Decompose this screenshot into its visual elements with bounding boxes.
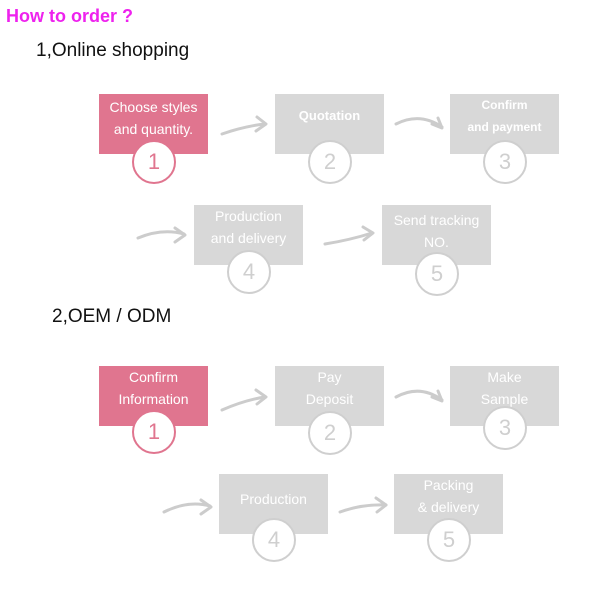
- online-step-3-line1: Confirm: [481, 98, 528, 112]
- online-step-5-box: Send tracking NO.: [382, 205, 491, 265]
- online-step-1-line1: Choose styles: [109, 99, 198, 115]
- online-step-2-number: 2: [308, 140, 352, 184]
- oem-step-5-line2: & delivery: [417, 499, 480, 515]
- online-step-4-number: 4: [227, 250, 271, 294]
- online-step-3-number: 3: [483, 140, 527, 184]
- online-step-5-number: 5: [415, 252, 459, 296]
- arrow-online-2-3: [394, 116, 444, 130]
- oem-step-3-number: 3: [483, 406, 527, 450]
- arrow-online-4-pre: [136, 226, 187, 244]
- page-title: How to order ?: [6, 6, 133, 26]
- section-heading-oem: 2,OEM / ODM: [52, 306, 172, 327]
- oem-step-5-number: 5: [427, 518, 471, 562]
- oem-step-5-line1: Packing: [423, 477, 474, 493]
- oem-step-1-number: 1: [132, 410, 176, 454]
- arrow-oem-4-pre: [162, 498, 213, 516]
- arrow-oem-4-5: [338, 496, 388, 514]
- oem-step-4-line1: Production: [240, 491, 307, 507]
- online-step-5-line1: Send tracking: [393, 212, 480, 228]
- arrow-online-4-5: [323, 225, 375, 246]
- oem-step-1-line1: Confirm: [128, 369, 178, 385]
- oem-step-3-line1: Make: [487, 369, 522, 385]
- arrow-oem-1-2: [220, 388, 268, 412]
- oem-step-3-box: Make Sample: [450, 366, 559, 426]
- oem-step-2-number: 2: [308, 411, 352, 455]
- oem-step-3-line2: Sample: [480, 391, 529, 407]
- section-heading-online: 1,Online shopping: [36, 40, 190, 61]
- oem-step-2-line1: Pay: [317, 369, 342, 385]
- online-step-5-line2: NO.: [424, 234, 449, 250]
- online-step-1-line2: and quantity.: [113, 121, 194, 137]
- arrow-oem-2-3: [394, 389, 444, 403]
- oem-step-4-number: 4: [252, 518, 296, 562]
- online-step-2-line1: Quotation: [298, 108, 361, 123]
- online-step-4-line1: Production: [215, 208, 282, 224]
- online-step-3-line2: and payment: [467, 120, 542, 134]
- oem-step-1-line2: Information: [118, 391, 189, 407]
- online-step-4-box: Production and delivery: [194, 205, 303, 265]
- online-step-1-number: 1: [132, 140, 176, 184]
- arrow-online-1-2: [220, 115, 268, 136]
- oem-step-2-line2: Deposit: [305, 391, 354, 407]
- online-step-4-line2: and delivery: [210, 230, 287, 246]
